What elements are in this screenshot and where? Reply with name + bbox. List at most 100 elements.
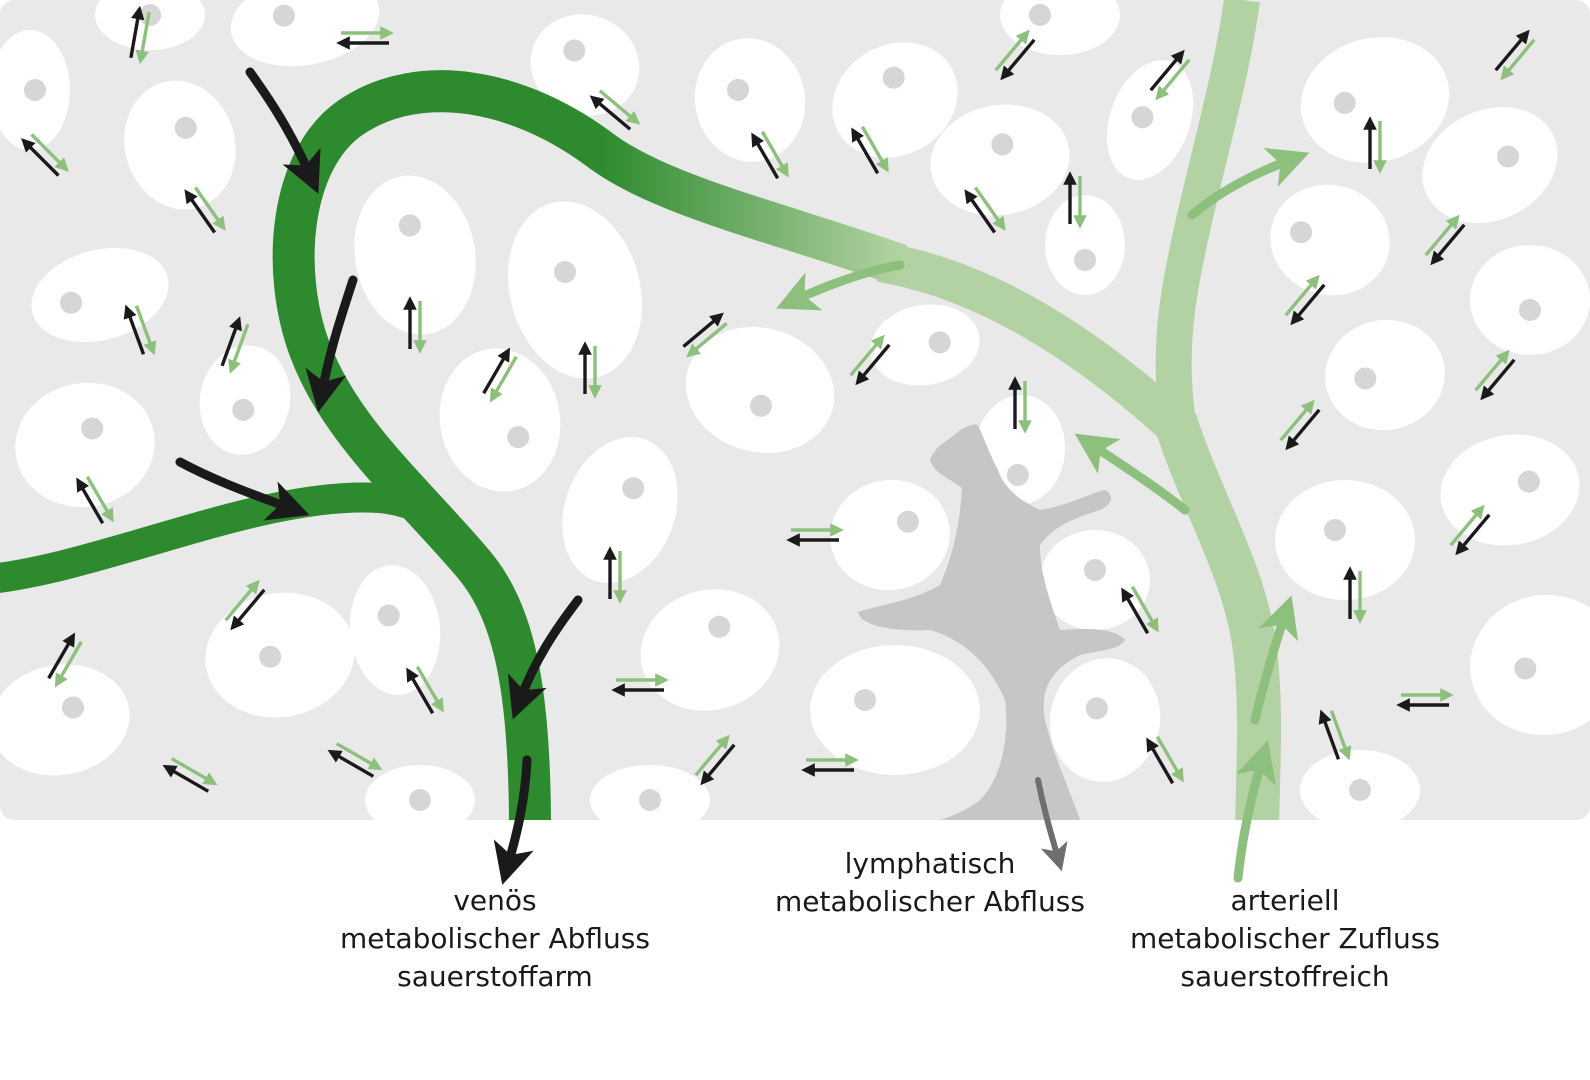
cell bbox=[1040, 530, 1150, 630]
exchange-arrow-pair bbox=[1396, 688, 1454, 712]
exchange-arrow-pair bbox=[224, 579, 266, 631]
cell-nucleus bbox=[708, 615, 731, 638]
exchange-arrow-pair bbox=[611, 673, 669, 697]
exchange-arrow-pair bbox=[123, 304, 157, 356]
inflow-arrow-small bbox=[54, 640, 83, 688]
exchange-arrow-pair bbox=[1424, 214, 1466, 266]
cell-nucleus bbox=[1085, 697, 1108, 720]
cell-nucleus bbox=[1333, 91, 1356, 114]
outflow-arrow-small bbox=[1480, 358, 1516, 401]
outflow-arrow-small bbox=[1494, 29, 1530, 72]
outflow-arrow-small bbox=[230, 588, 266, 631]
cell bbox=[349, 565, 441, 695]
inflow-arrow-small bbox=[85, 475, 114, 523]
cell bbox=[1106, 60, 1194, 180]
outflow-arrow-small bbox=[589, 95, 632, 131]
venous-label-line1: venös bbox=[453, 884, 537, 917]
inflow-arrow-small bbox=[1424, 214, 1460, 257]
inflow-arrow-small bbox=[1329, 710, 1352, 761]
outflow-arrow-small bbox=[162, 764, 210, 793]
arterial-flow-arrow bbox=[776, 260, 905, 311]
outflow-arrow-small bbox=[1149, 49, 1185, 92]
cell-nucleus bbox=[24, 79, 46, 101]
inflow-arrow-small bbox=[760, 130, 789, 178]
cell bbox=[1049, 658, 1161, 782]
arterial-label-line2: metabolischer Zufluss bbox=[1130, 922, 1440, 955]
venous-outflow-arrow bbox=[493, 755, 534, 885]
exchange-arrow-pair bbox=[1008, 376, 1032, 434]
venous-label-line2: metabolischer Abfluss bbox=[340, 922, 650, 955]
outflow-arrow-small bbox=[21, 138, 60, 177]
flow-arrows bbox=[175, 67, 1310, 725]
exchange-arrows bbox=[21, 5, 1536, 793]
outflow-arrow-small bbox=[1290, 283, 1326, 326]
cell-nucleus bbox=[1517, 470, 1540, 493]
inflow-arrow-small bbox=[224, 579, 260, 622]
outflow-arrow-small bbox=[220, 316, 242, 367]
cell bbox=[810, 645, 980, 775]
cell-nucleus bbox=[882, 66, 905, 89]
venous-flow-arrow bbox=[245, 67, 321, 194]
cell-nucleus bbox=[1074, 249, 1096, 271]
inflow-arrow-small bbox=[686, 322, 728, 358]
inflow-arrow-small bbox=[1130, 585, 1159, 633]
cell bbox=[199, 345, 291, 455]
cell bbox=[1045, 195, 1125, 295]
cell-nucleus bbox=[563, 39, 586, 62]
exchange-arrow-pair bbox=[1279, 399, 1321, 451]
exchange-arrow-pair bbox=[1474, 349, 1516, 401]
exchange-arrow-pair bbox=[603, 546, 627, 604]
exchange-arrow-pair bbox=[47, 632, 83, 688]
exchange-arrow-pair bbox=[129, 5, 151, 65]
cell bbox=[590, 765, 710, 820]
cell bbox=[1470, 594, 1590, 736]
exchange-arrow-pair bbox=[1363, 116, 1387, 174]
exchange-arrow-pair bbox=[1149, 49, 1191, 101]
cell bbox=[685, 327, 835, 453]
outflow-arrow-small bbox=[406, 667, 435, 715]
cell-nucleus bbox=[622, 477, 645, 500]
cell-nucleus bbox=[1006, 463, 1029, 486]
exchange-arrow-pair bbox=[849, 334, 891, 386]
cell bbox=[0, 30, 70, 150]
cell-nucleus bbox=[1514, 657, 1537, 680]
cell-nucleus bbox=[749, 394, 772, 417]
exchange-arrow-pair bbox=[682, 312, 728, 358]
inflow-arrow-small bbox=[228, 323, 250, 374]
cell-nucleus bbox=[1084, 559, 1106, 581]
outflow-arrow-small bbox=[964, 189, 997, 234]
outflow-arrows bbox=[493, 740, 1276, 885]
exchange-arrow-pair bbox=[786, 523, 844, 547]
outflow-arrow-small bbox=[1146, 737, 1175, 785]
venous-flow-arrow bbox=[175, 457, 310, 521]
cell bbox=[870, 304, 980, 386]
cell-nucleus bbox=[1354, 367, 1377, 390]
cell bbox=[930, 104, 1070, 216]
cell-nucleus bbox=[259, 645, 282, 668]
inflow-arrow-small bbox=[973, 186, 1006, 231]
cell bbox=[1300, 37, 1450, 163]
cell bbox=[1325, 319, 1445, 431]
cell-nucleus bbox=[272, 4, 295, 27]
cell-nucleus bbox=[62, 696, 85, 719]
exchange-arrow-pair bbox=[964, 186, 1006, 234]
cell bbox=[1422, 107, 1558, 223]
exchange-arrow-pair bbox=[406, 665, 444, 715]
exchange-arrow-pair bbox=[76, 475, 114, 525]
inflow-arrow-small bbox=[860, 125, 889, 173]
cell bbox=[1470, 245, 1590, 355]
exchange-arrow-pair bbox=[1318, 709, 1352, 761]
exchange-arrow-pair bbox=[578, 341, 602, 399]
outflow-arrow-small bbox=[327, 749, 375, 778]
exchange-arrow-pair bbox=[1284, 274, 1326, 326]
cell bbox=[124, 80, 236, 210]
cell-nucleus bbox=[232, 398, 255, 421]
exchange-arrow-pair bbox=[694, 734, 736, 786]
lymphatic-label-line2: metabolischer Abfluss bbox=[775, 885, 1085, 918]
cell-nucleus bbox=[553, 260, 576, 283]
outflow-arrow-small bbox=[123, 304, 146, 355]
exchange-arrow-pair bbox=[21, 133, 69, 177]
cell-nucleus bbox=[928, 331, 951, 354]
arterial-inflow-arrow bbox=[1233, 740, 1276, 883]
